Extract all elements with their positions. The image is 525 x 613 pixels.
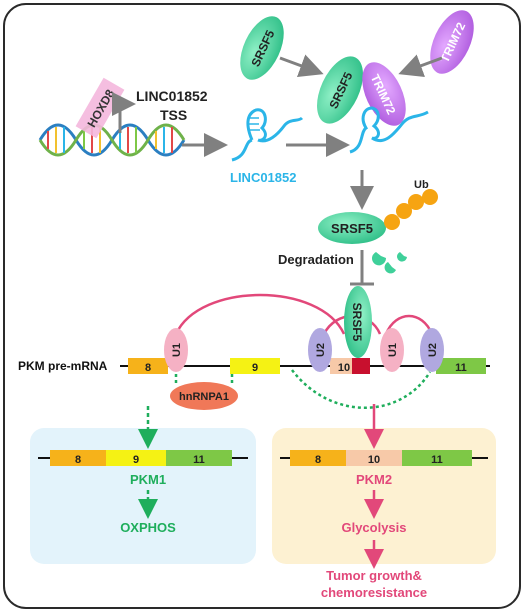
pkm-pre-mrna-label: PKM pre-mRNA [18, 359, 108, 373]
u1-right: U1 [380, 328, 404, 372]
srsf5-ub-label: SRSF5 [331, 221, 373, 236]
exon-8 [128, 358, 168, 374]
pkm1-box [30, 428, 256, 564]
degradation-label: Degradation [278, 252, 354, 267]
hnrnpa1: hnRNPA1 [170, 382, 238, 410]
pkm1-exon-8 [50, 450, 106, 466]
srsf5-free: SRSF5 [240, 16, 284, 80]
pkm1-exon-9 [106, 450, 166, 466]
svg-text:8: 8 [145, 362, 151, 374]
svg-text:11: 11 [431, 454, 443, 466]
degradation-fragments [372, 252, 407, 274]
svg-text:U1: U1 [387, 343, 399, 357]
tumor-label-2: chemoresistance [321, 585, 427, 600]
srsf5-recruit-arrow [279, 54, 324, 78]
tumor-label-1: Tumor growth& [326, 568, 422, 583]
svg-text:8: 8 [315, 454, 321, 466]
exon-9 [230, 358, 280, 374]
linc01852-rna [231, 108, 304, 162]
trim72-recruit-arrow [398, 54, 443, 78]
tss-arrow [112, 92, 136, 133]
srsf5-bound: SRSF5 [344, 286, 372, 358]
svg-text:U1: U1 [171, 343, 183, 357]
pkm2-exon-11 [402, 450, 472, 466]
splice-arc-3 [384, 314, 434, 335]
ub-chain [384, 189, 438, 230]
linc01852-name: LINC01852 [230, 170, 296, 185]
pkm2-exon-8 [290, 450, 346, 466]
svg-text:10: 10 [338, 362, 350, 374]
svg-text:8: 8 [75, 454, 81, 466]
u2-right: U2 [420, 328, 444, 372]
pkm2-label: PKM2 [356, 472, 392, 487]
srsf5-ubiquitinated: SRSF5 [318, 212, 386, 244]
svg-text:U2: U2 [427, 343, 439, 357]
svg-text:11: 11 [455, 362, 467, 374]
svg-text:9: 9 [252, 362, 258, 374]
srsf5-complex: SRSF5 [317, 56, 363, 124]
pkm1-skip-arc [291, 369, 432, 409]
pkm1-label: PKM1 [130, 472, 166, 487]
oxphos-label: OXPHOS [120, 520, 176, 535]
svg-text:11: 11 [193, 454, 205, 466]
svg-text:SRSF5: SRSF5 [350, 303, 364, 342]
svg-text:U2: U2 [315, 343, 327, 357]
pkm1-exon-11 [166, 450, 232, 466]
linc01852-tss-label: LINC01852 [136, 88, 208, 104]
complex-rna [349, 106, 429, 154]
u2-left: U2 [308, 328, 332, 372]
ese-site [352, 358, 370, 374]
pkm2-box [272, 428, 496, 564]
splice-arc-1 [174, 293, 346, 335]
ub-label: Ub [414, 179, 429, 191]
svg-text:10: 10 [368, 454, 380, 466]
tss-label: TSS [160, 107, 187, 123]
glycolysis-label: Glycolysis [341, 520, 406, 535]
svg-text:hnRNPA1: hnRNPA1 [179, 391, 229, 403]
u1-left: U1 [164, 328, 188, 372]
svg-text:9: 9 [133, 454, 139, 466]
exon-11 [436, 358, 486, 374]
pkm2-exon-10 [346, 450, 402, 466]
